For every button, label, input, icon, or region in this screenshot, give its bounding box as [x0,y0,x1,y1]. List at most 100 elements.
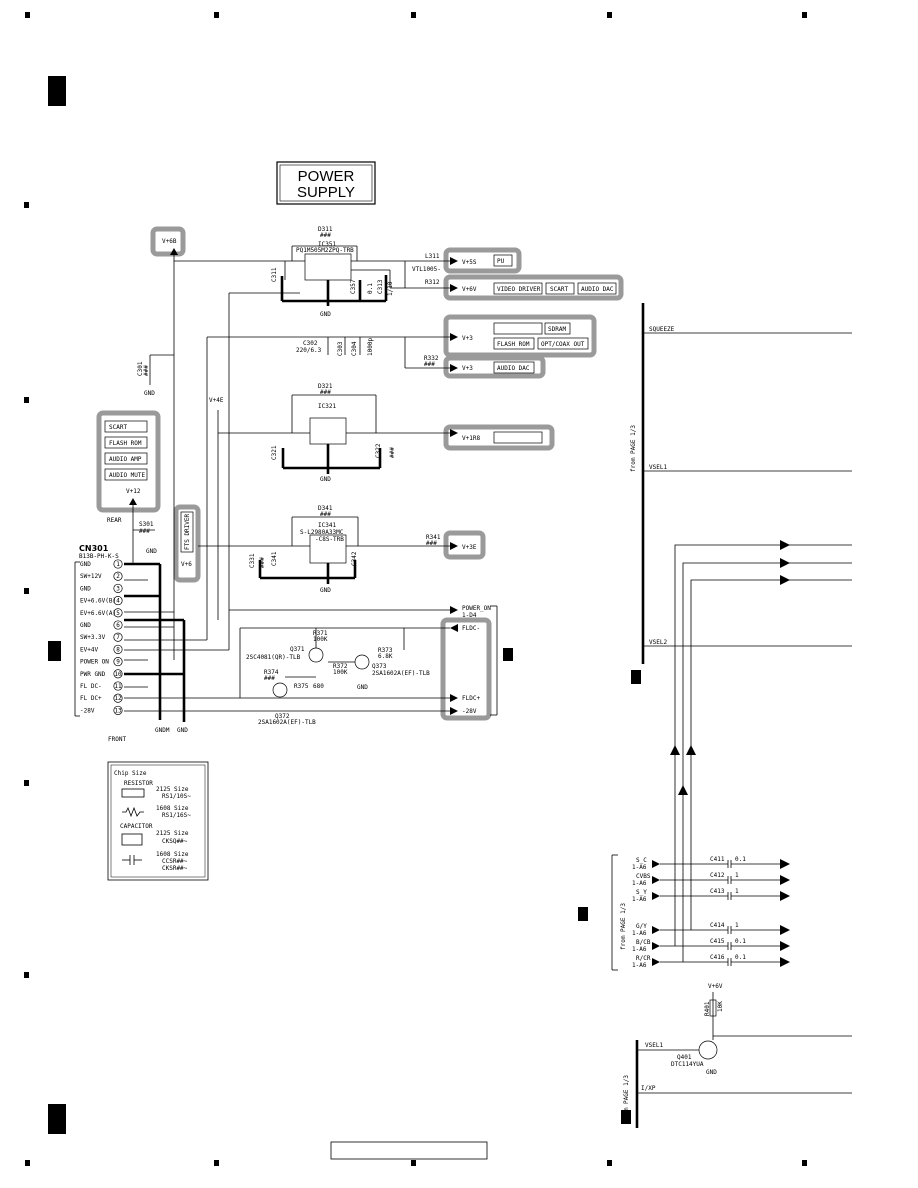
v1r8-label: V+1R8 [462,435,480,442]
chip-size-legend: Chip Size RESISTOR 2125 Size RS1/10S~ 16… [107,761,209,881]
ruler-mark [214,1160,219,1166]
legend-c2c: CKSR##~ [162,865,188,872]
r341-value: ### [426,540,437,547]
v12-load-label: AUDIO MUTE [109,472,146,479]
ruler-mark [802,1160,807,1166]
legend-r1b: RS1/10S~ [162,793,191,800]
title-line1: POWER [298,168,355,185]
input-signal-ref: 1-A6 [632,864,647,871]
q371-part: 2SC4081(QR)-TLB [246,654,301,661]
opt-coax-box: OPT/COAX OUT [541,341,585,348]
v6b-label: V+6B [162,238,177,245]
input-signal-label: R/CR [636,955,651,962]
ruler-mark [24,588,29,594]
d341-ref: D341 [318,505,333,512]
resistor-2125-symbol [121,788,145,798]
l311-ref: L311 [425,253,440,260]
v5s-highlight [443,247,522,274]
v12-load-box [104,420,148,433]
pin-9-circle [113,657,123,667]
section-marker-bottom [48,1104,66,1134]
pin-number: 2 [116,573,120,580]
pin-label: GND [80,561,91,568]
output-arrow [780,859,790,869]
legend-c2: 1608 Size [156,851,189,858]
d341-value: ### [320,511,331,518]
sdram-box: SDRAM [548,326,566,333]
c302-ref: C302 [303,340,318,347]
v1r8-highlight [443,424,555,451]
r374-value: ### [264,675,275,682]
pin-number: 8 [116,646,120,653]
legend-r2b: RS1/16S~ [162,812,191,819]
ic341-part2: -C8S-TRB [315,536,344,543]
input-signal-ref: 1-A6 [632,930,647,937]
section-marker-right [631,670,641,684]
pin-12-circle [113,693,123,703]
gnd-label-5: GND [146,548,157,555]
audio-dac-box: AUDIO DAC [581,286,614,293]
input-arrow [652,958,660,966]
ruler-mark [802,12,807,18]
cn301-ref: CN301 [79,544,109,553]
from-page-2: from PAGE 1/3 [620,903,627,950]
cap-value: 1 [735,872,739,879]
gnd-label-7: GND [357,684,368,691]
q372-part: 2SA1602A(EF)-TLB [258,719,316,726]
cap-ref: C413 [710,888,725,895]
legend-capacitor: CAPACITOR [120,823,153,830]
pin-1-circle [113,559,123,569]
pin-label: FL DC- [80,683,102,690]
s301-ref: S301 [139,521,154,528]
r375-value: 680 [313,683,324,690]
ic341-body [309,534,347,564]
pin-number: 13 [114,707,122,714]
q401-symbol [698,1040,718,1060]
input-arrow [652,860,660,868]
c331-ref: C331 [249,553,256,568]
resistor-1608-symbol [122,806,144,818]
v6v-bottom-label: V+6V [708,983,723,990]
r312-ref: R312 [425,279,440,286]
s301-value: ### [139,528,150,535]
pin-5-circle [113,608,123,618]
cap-ref: C412 [710,872,725,879]
fldc-plus-label: FLDC+ [462,695,480,702]
ic351-part: PQ1M505M2ZPQ-TRB [296,247,354,254]
input-signal-label: S_Y [636,889,647,896]
output-arrow [780,925,790,935]
video-driver-box: VIDEO DRIVER [497,286,541,293]
pin-number: 5 [116,610,120,617]
audio-dac2-box: AUDIO DAC [497,365,530,372]
ixp-label: I/XP [641,1085,656,1092]
r401-symbol [709,999,717,1017]
pin-2-circle [113,571,123,581]
d321-ref: D321 [318,383,333,390]
output-arrow [780,891,790,901]
pin-number: 11 [114,683,122,690]
legend-c2b: CCSR##~ [162,858,188,865]
ic341-part: S-L2980A33MC [300,529,344,536]
r371-value: 100K [313,636,328,643]
empty-box-1 [493,322,543,335]
output-arrow [780,957,790,967]
right-panel: from PAGE 1/3 SQUEEZE VSEL1 VSEL2 from P… [611,303,852,1128]
output-arrow [780,875,790,885]
pin-8-circle [113,644,123,654]
c303-ref: C303 [337,341,344,356]
m28v-label: -28V [462,708,477,715]
pin-number: 1 [116,561,120,568]
pin-number: 6 [116,622,120,629]
v3b-label: V+3 [462,365,473,372]
fl-highlight [440,617,492,721]
fts-driver-box [180,511,194,553]
title-line2: SUPPLY [297,184,355,201]
c358-value: 0.1 [367,283,374,294]
component-labels: D311 ### IC351 PQ1M505M2ZPQ-TRB L311 VTL… [137,226,441,734]
r375-ref: R375 [294,683,309,690]
cap-value: 1 [735,922,739,929]
ic341-ref: IC341 [318,522,336,529]
